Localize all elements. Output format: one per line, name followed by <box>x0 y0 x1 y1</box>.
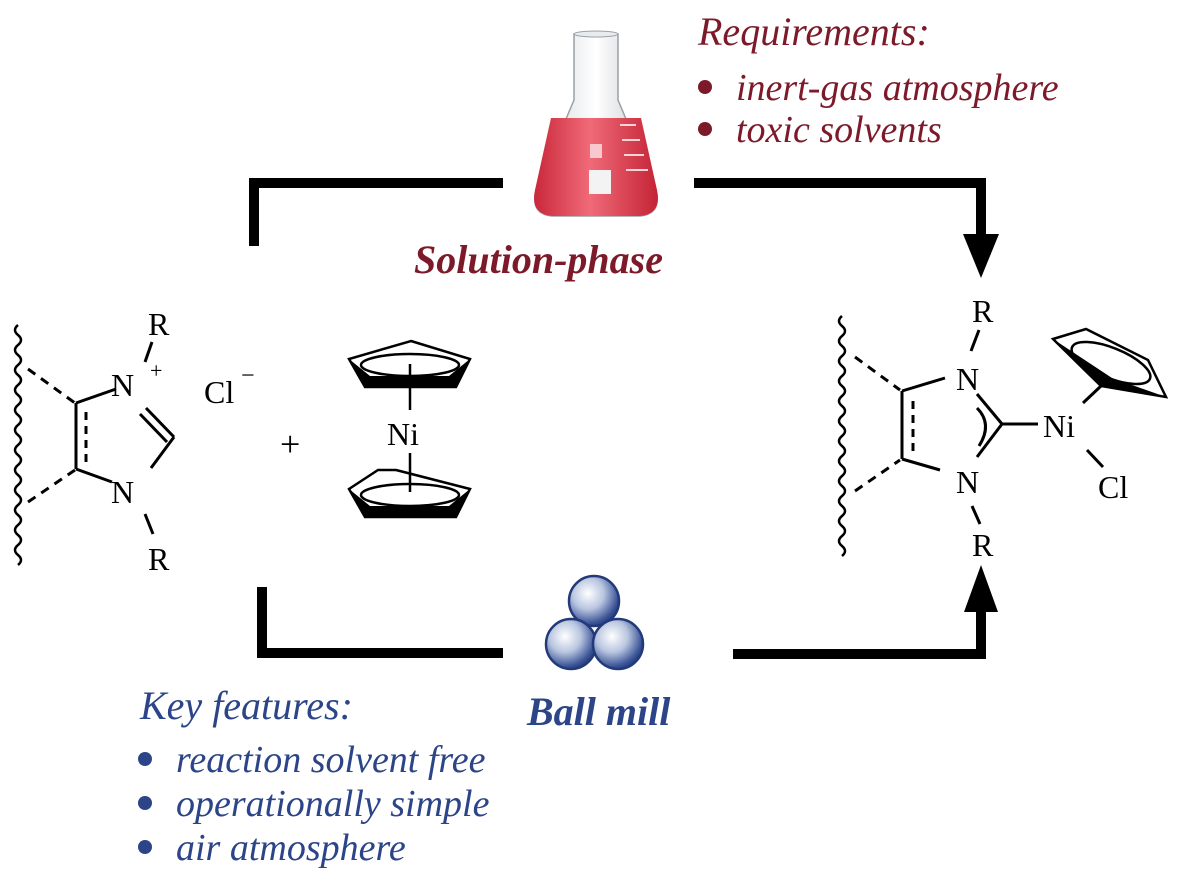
key-feature-text: operationally simple <box>176 783 490 825</box>
plus-charge: + <box>150 358 162 383</box>
solution-phase-label: Solution-phase <box>414 237 663 282</box>
requirement-text: toxic solvents <box>736 109 942 151</box>
product-r-top-group: R <box>972 293 994 329</box>
ball-left <box>544 617 598 671</box>
requirement-text: inert-gas atmosphere <box>736 67 1059 109</box>
arrow-up-head-icon <box>964 565 998 612</box>
chloride-counterion: Cl <box>204 374 234 410</box>
bullet-icon <box>698 80 712 95</box>
solution-path-left-segment <box>249 178 503 246</box>
requirements-title: Requirements: <box>698 9 930 54</box>
nickel-atom: Ni <box>387 416 419 452</box>
n-top-atom: N <box>111 367 134 403</box>
ball-right <box>591 617 645 671</box>
n-bottom-atom: N <box>111 474 134 510</box>
ball-mill-icon <box>544 574 645 671</box>
bullet-icon <box>138 840 152 855</box>
ball-mill-arrow <box>257 587 986 659</box>
key-feature-text: reaction solvent free <box>176 739 486 781</box>
bullet-icon <box>138 796 152 811</box>
cp-ring-product <box>1050 327 1169 399</box>
imidazolium-salt <box>13 324 176 566</box>
key-feature-item: reaction solvent free <box>138 738 486 782</box>
erlenmeyer-flask-icon <box>534 30 658 217</box>
product-chloride-ligand: Cl <box>1098 469 1128 505</box>
product-r-bottom-group: R <box>972 527 994 563</box>
bullet-icon <box>698 122 712 137</box>
key-feature-item: air atmosphere <box>138 826 406 870</box>
arrow-down-head-icon <box>963 234 999 278</box>
wavy-backbone <box>13 324 23 566</box>
wavy-backbone-product <box>837 315 847 557</box>
bullet-icon <box>138 752 152 767</box>
cp-ring-bottom <box>347 468 472 519</box>
key-feature-text: air atmosphere <box>176 827 406 869</box>
key-features-title: Key features: <box>140 683 353 728</box>
solution-path-right-segment <box>694 178 986 240</box>
requirement-item: inert-gas atmosphere <box>698 66 1059 110</box>
nhc-nickel-product <box>837 315 1105 557</box>
ballmill-path-left-segment <box>257 587 503 658</box>
requirement-item: toxic solvents <box>698 108 942 152</box>
product-n-top-atom: N <box>956 361 979 397</box>
r-top-group: R <box>148 306 170 342</box>
plus-sign: + <box>280 424 300 464</box>
ball-mill-label: Ball mill <box>527 689 671 734</box>
minus-charge: − <box>241 363 255 389</box>
product-nickel-atom: Ni <box>1043 408 1075 444</box>
r-bottom-group: R <box>148 541 170 577</box>
nickelocene <box>347 339 472 519</box>
ballmill-path-right-segment <box>733 612 986 659</box>
key-feature-item: operationally simple <box>138 782 489 826</box>
ball-top <box>567 574 621 628</box>
solution-phase-arrow <box>249 178 986 246</box>
product-n-bottom-atom: N <box>956 464 979 500</box>
